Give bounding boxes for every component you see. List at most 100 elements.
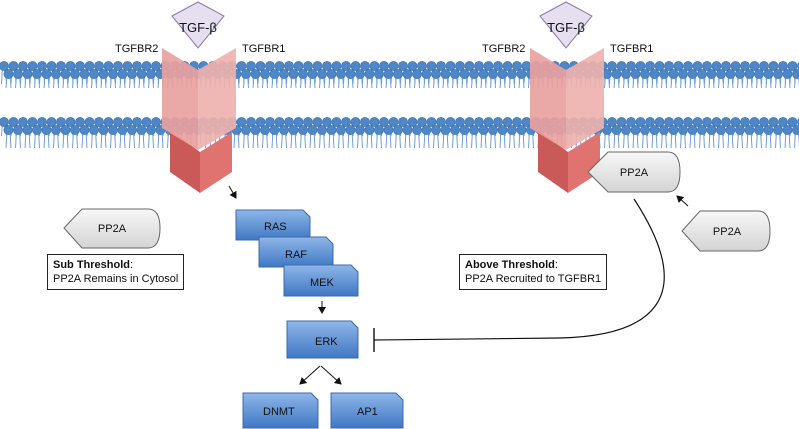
lipid-head	[255, 61, 266, 71]
lipid-head	[692, 117, 703, 127]
lipid-head	[407, 117, 418, 127]
lipid-head	[436, 117, 446, 127]
lipid-head	[383, 69, 394, 79]
lipid-head	[322, 61, 332, 71]
receptor-right-intracellular-side	[538, 130, 568, 193]
lipid-head	[621, 125, 631, 135]
lipid-head	[664, 117, 674, 127]
tgfbr1-label-left: TGFBR1	[242, 43, 285, 55]
lipid-head	[132, 117, 142, 127]
lipid-head	[312, 61, 323, 71]
tgfbr1-right	[566, 48, 604, 150]
lipid-head	[127, 125, 137, 135]
lipid-head	[792, 69, 799, 79]
lipid-head	[60, 125, 71, 135]
lipid-head	[108, 125, 118, 135]
lipid-head	[649, 125, 660, 135]
lipid-head	[773, 69, 783, 79]
lipid-head	[60, 69, 71, 79]
kinase-cascade: RAS RAF MEK ERK DNMT AP1	[235, 209, 404, 429]
lipid-head	[274, 61, 285, 71]
lipid-head	[402, 69, 413, 79]
erk-to-ap1-arrow	[320, 365, 342, 385]
lipid-head	[117, 69, 128, 79]
receptor-left-intracellular-side	[170, 130, 200, 193]
lipid-head	[293, 61, 304, 71]
lipid-head	[298, 69, 308, 79]
lipid-head	[721, 61, 731, 71]
lipid-head	[98, 125, 109, 135]
lipid-head	[493, 61, 503, 71]
lipid-head	[322, 117, 332, 127]
above-threshold-title: Above Threshold	[465, 259, 555, 271]
lipid-head	[113, 117, 123, 127]
lipid-head	[664, 61, 674, 71]
lipid-head	[426, 117, 437, 127]
lipid-head	[702, 117, 712, 127]
lipid-head	[692, 61, 703, 71]
lipid-head	[412, 125, 422, 135]
erk-to-dnmt-arrow	[299, 365, 321, 385]
lipid-head	[46, 117, 57, 127]
lipid-head	[364, 69, 375, 79]
lipid-head	[721, 117, 731, 127]
tgfbr1-left	[198, 48, 236, 150]
lipid-head	[445, 117, 456, 127]
lipid-head	[668, 69, 679, 79]
lipid-head	[768, 117, 779, 127]
raf-box	[258, 236, 334, 268]
lipid-head	[355, 125, 365, 135]
lipid-head	[683, 61, 693, 71]
lipid-head	[611, 69, 622, 79]
lipid-head	[355, 69, 365, 79]
lipid-head	[512, 61, 522, 71]
lipid-head	[70, 69, 80, 79]
lipid-head	[782, 69, 793, 79]
lipid-head	[22, 125, 33, 135]
lipid-head	[269, 125, 280, 135]
lipid-head	[735, 69, 745, 79]
lipid-head	[307, 69, 318, 79]
lipid-head	[141, 61, 152, 71]
lipid-head	[488, 125, 498, 135]
lipid-head	[374, 69, 384, 79]
lipid-head	[241, 125, 251, 135]
lipid-head	[640, 69, 650, 79]
pp2a-cytosol-right-label: PP2A	[713, 226, 742, 238]
pp2a-recruited: PP2A	[587, 151, 681, 193]
receptor-complex-left: TGF-β TGFBR2 TGFBR1	[115, 1, 285, 193]
above-threshold-text: PP2A Recruited to TGFBR1	[465, 273, 602, 285]
lipid-head	[630, 125, 641, 135]
lipid-head	[493, 117, 503, 127]
lipid-head	[455, 117, 465, 127]
lipid-head	[398, 61, 408, 71]
lipid-head	[383, 125, 394, 135]
lipid-head	[65, 117, 76, 127]
lipid-head	[711, 117, 722, 127]
lipid-head	[98, 69, 109, 79]
lipid-head	[678, 125, 688, 135]
lipid-head	[621, 69, 631, 79]
lipid-head	[497, 69, 508, 79]
lipid-head	[236, 61, 247, 71]
lipid-head	[478, 69, 489, 79]
lipid-head	[725, 125, 736, 135]
lipid-head	[450, 69, 460, 79]
lipid-head	[326, 69, 337, 79]
above-threshold-colon: :	[554, 259, 558, 271]
lipid-head	[103, 117, 114, 127]
lipid-head	[84, 117, 95, 127]
lipid-head	[303, 117, 313, 127]
lipid-head	[759, 61, 769, 71]
lipid-head	[75, 61, 85, 71]
pp2a-cytosol-left-shape	[63, 208, 161, 249]
lipid-head	[360, 61, 370, 71]
ligand-label-left: TGF-β	[179, 20, 217, 35]
lipid-head	[474, 61, 484, 71]
lipid-head	[364, 125, 375, 135]
lipid-head	[0, 61, 9, 71]
lipid-head	[630, 69, 641, 79]
lipid-head	[464, 117, 475, 127]
tgfbr2-label-left: TGFBR2	[115, 43, 158, 55]
